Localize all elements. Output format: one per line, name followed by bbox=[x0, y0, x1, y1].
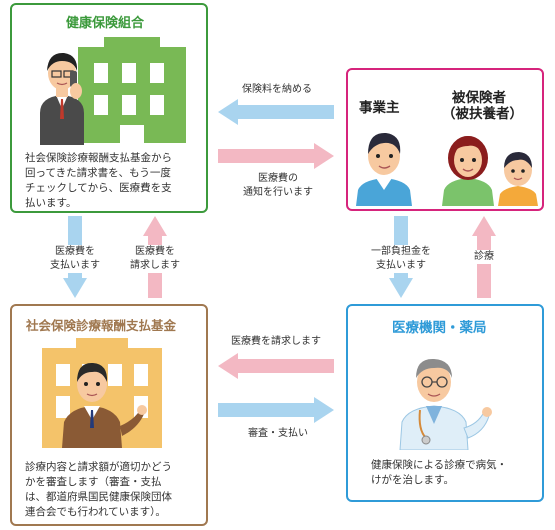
insurer-desc-line: 社会保険診療報酬支払基金から bbox=[25, 152, 172, 164]
label-notify-cost: 医療費の 通知を行います bbox=[236, 172, 320, 200]
arrow-review-pay bbox=[218, 397, 334, 423]
clinic-desc-line: けがを治します。 bbox=[371, 474, 454, 486]
label-claim-fund: 医療費を請求します bbox=[231, 336, 321, 347]
dependent-child-icon bbox=[498, 152, 538, 206]
arrow-claim-fund bbox=[218, 353, 334, 379]
insurer-desc-line: 払います。 bbox=[25, 197, 77, 209]
doctor-icon bbox=[399, 358, 492, 450]
label-pay-cost-line: 医療費を bbox=[55, 246, 95, 257]
insurer-box: 健康保険組合 社会保険診療報酬支払基金から 回ってきた請求書を、もう一度 チェッ… bbox=[10, 3, 208, 213]
label-review-pay: 審査・支払い bbox=[248, 428, 308, 439]
employer-title: 事業主 bbox=[359, 100, 400, 116]
fund-staff-man-icon bbox=[62, 362, 147, 448]
clinic-desc: 健康保険による診療で病気・ けがを治します。 bbox=[371, 458, 543, 488]
clinic-title: 医療機関・薬局 bbox=[392, 320, 487, 336]
label-copay-line: 支払います bbox=[376, 260, 426, 271]
employer-insured-box: 事業主 被保険者 （被扶養者） bbox=[346, 68, 544, 211]
fund-building-illustration bbox=[42, 338, 162, 448]
label-claim-cost-line: 医療費を bbox=[135, 246, 175, 257]
businessman-phone-icon bbox=[40, 52, 84, 145]
insurer-title: 健康保険組合 bbox=[66, 16, 145, 31]
label-pay-premium: 保険料を納める bbox=[242, 84, 312, 95]
insured-woman-icon bbox=[442, 136, 494, 206]
arrow-pay-premium bbox=[218, 99, 334, 125]
clinic-box: 医療機関・薬局 健康保険による診療で病気・ けがを治します。 bbox=[346, 304, 544, 502]
fund-title: 社会保険診療報酬支払基金 bbox=[26, 318, 177, 333]
arrow-notify-cost bbox=[218, 143, 334, 169]
fund-box: 社会保険診療報酬支払基金 診療内容と請求額が適切かどう かを審査します（審査・支… bbox=[10, 304, 208, 526]
insurer-desc: 社会保険診療報酬支払基金から 回ってきた請求書を、もう一度 チェックしてから、医… bbox=[25, 151, 207, 211]
label-copay-line: 一部負担金を bbox=[371, 246, 431, 257]
label-notify-cost-line: 通知を行います bbox=[243, 187, 313, 198]
fund-desc-line: 連合会でも行われています）。 bbox=[25, 506, 166, 518]
label-treatment: 診療 bbox=[468, 250, 500, 264]
label-claim-cost-line: 請求します bbox=[130, 260, 180, 271]
label-pay-cost: 医療費を 支払います bbox=[40, 245, 110, 273]
label-pay-cost-line: 支払います bbox=[50, 260, 100, 271]
employer-man-icon bbox=[356, 132, 412, 206]
fund-desc: 診療内容と請求額が適切かどう かを審査します（審査・支払 は、都道府県国民健康保… bbox=[25, 460, 207, 520]
label-claim-cost: 医療費を 請求します bbox=[120, 245, 190, 273]
label-copay: 一部負担金を 支払います bbox=[362, 245, 440, 273]
insured-dependent-title: （被扶養者） bbox=[442, 106, 523, 122]
insurer-desc-line: チェックしてから、医療費を支 bbox=[25, 182, 172, 194]
label-notify-cost-line: 医療費の bbox=[258, 173, 298, 184]
fund-desc-line: 診療内容と請求額が適切かどう bbox=[25, 461, 172, 473]
doctor-illustration bbox=[399, 358, 492, 450]
office-building-illustration bbox=[40, 37, 186, 145]
insurer-desc-line: 回ってきた請求書を、もう一度 bbox=[25, 167, 171, 179]
clinic-desc-line: 健康保険による診療で病気・ bbox=[371, 459, 508, 471]
fund-desc-line: は、都道府県国民健康保険団体 bbox=[25, 491, 172, 503]
insured-title: 被保険者 bbox=[452, 90, 506, 106]
family-illustration bbox=[356, 132, 538, 206]
fund-desc-line: かを審査します（審査・支払 bbox=[25, 476, 162, 488]
